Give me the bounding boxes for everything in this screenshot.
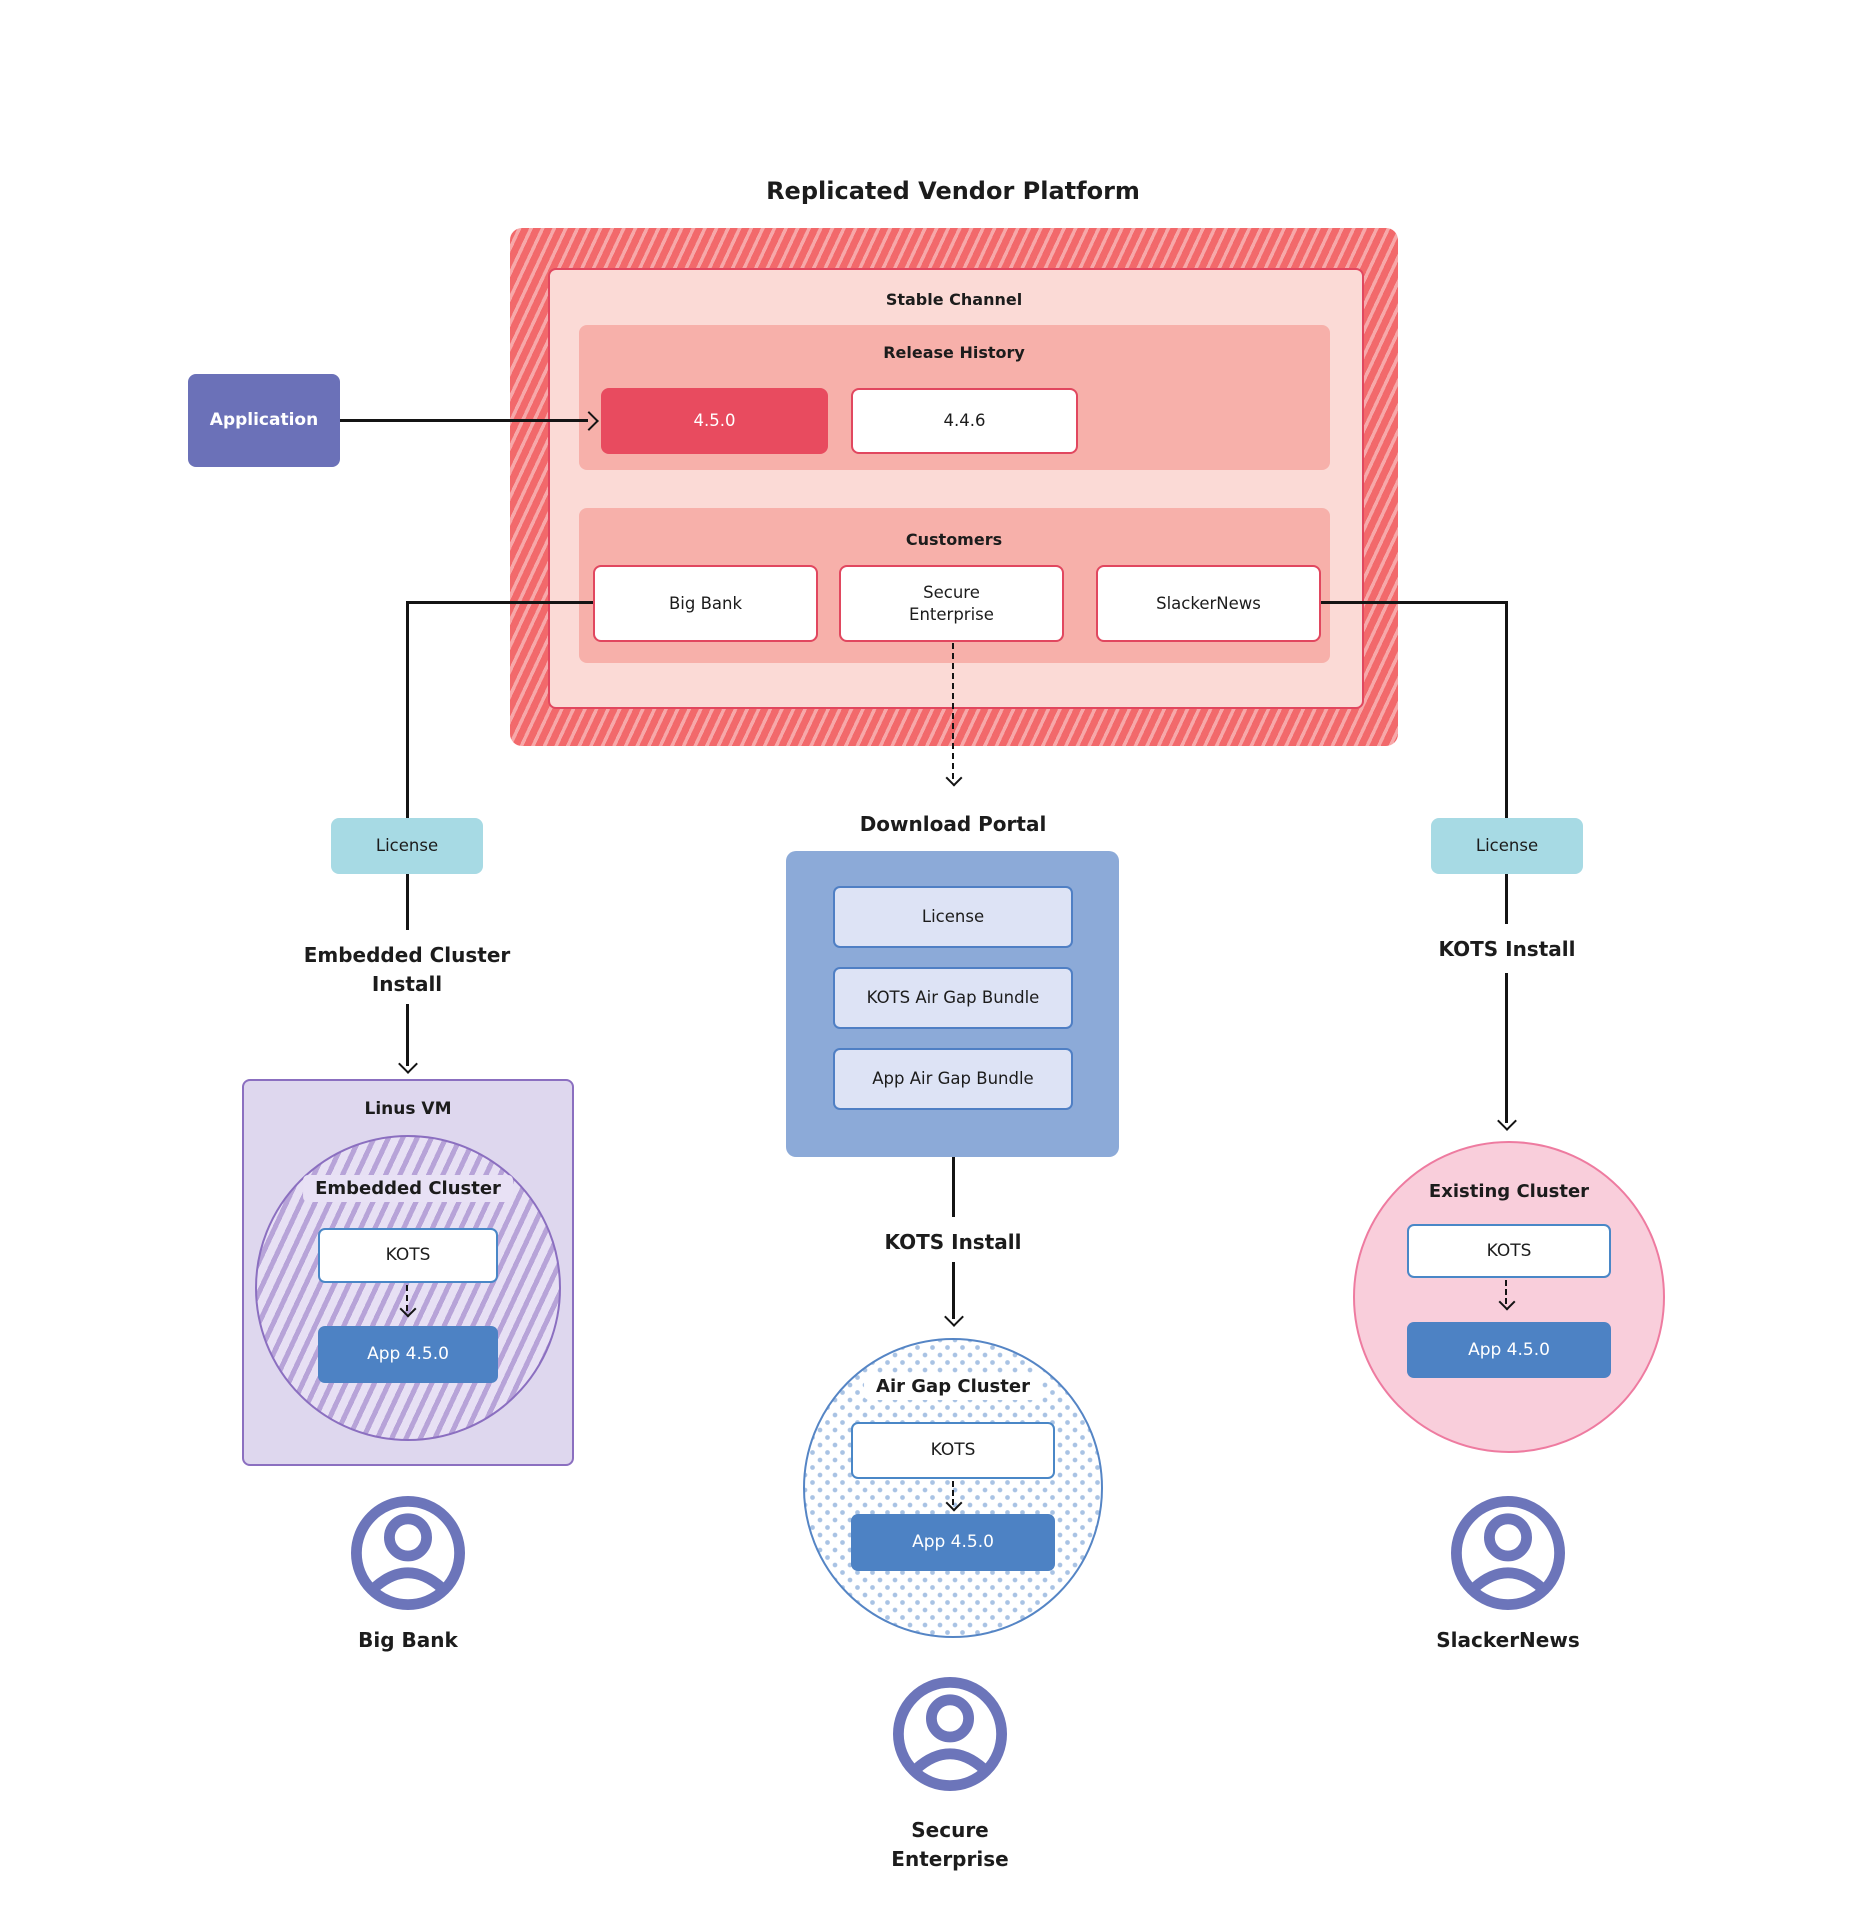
- linux-vm-label: Linus VM: [364, 1099, 452, 1119]
- connector-kots-app-right: [1505, 1280, 1507, 1304]
- airgap-cluster-label: Air Gap Cluster: [864, 1373, 1042, 1400]
- portal-item-kots-airgap-bundle: KOTS Air Gap Bundle: [833, 967, 1073, 1029]
- airgap-cluster-label-text: Air Gap Cluster: [864, 1373, 1042, 1400]
- connector-kots-app-middle: [952, 1481, 954, 1505]
- connector-slackernews-down1: [1505, 601, 1508, 818]
- license-node-left-label: License: [375, 836, 439, 856]
- embedded-cluster-label-text: Embedded Cluster: [303, 1175, 513, 1202]
- connector-secure-to-portal: [952, 643, 954, 779]
- arrowhead-to-existing-cluster: [1497, 1111, 1517, 1131]
- customer-secure-enterprise-label: Secure Enterprise: [909, 583, 994, 624]
- embedded-cluster-install-line2: Install: [371, 972, 443, 996]
- app-node-right-label: App 4.5.0: [1468, 1339, 1550, 1360]
- connector-bigbank-down1: [406, 601, 409, 818]
- portal-item-app-airgap-bundle: App Air Gap Bundle: [833, 1048, 1073, 1110]
- connector-application-to-release: [340, 419, 588, 422]
- release-version-previous: 4.4.6: [851, 388, 1078, 454]
- connector-bigbank-down2: [406, 874, 409, 930]
- connector-slackernews-down2: [1505, 874, 1508, 924]
- release-version-current: 4.5.0: [601, 388, 828, 454]
- persona-slackernews-label: SlackerNews: [1436, 1628, 1580, 1652]
- embedded-cluster-install-label: Embedded Cluster Install: [304, 941, 511, 999]
- kots-node-right: KOTS: [1407, 1224, 1611, 1278]
- diagram-title: Replicated Vendor Platform: [766, 177, 1140, 205]
- license-node-left: License: [331, 818, 483, 874]
- connector-bigbank-horizontal: [407, 601, 593, 604]
- stable-channel-label: Stable Channel: [885, 290, 1023, 309]
- kots-install-label-middle: KOTS Install: [884, 1230, 1022, 1254]
- customer-big-bank: Big Bank: [593, 565, 818, 642]
- portal-item-kots-airgap-bundle-label: KOTS Air Gap Bundle: [866, 988, 1040, 1008]
- app-node-middle-label: App 4.5.0: [912, 1532, 994, 1553]
- release-history-label: Release History: [883, 343, 1025, 362]
- person-icon-secure-enterprise: [893, 1677, 1007, 1791]
- customer-secure-enterprise: Secure Enterprise: [839, 565, 1064, 642]
- connector-slackernews-horizontal: [1321, 601, 1507, 604]
- kots-node-middle: KOTS: [851, 1422, 1055, 1479]
- persona-big-bank-label: Big Bank: [358, 1628, 458, 1652]
- kots-node-left: KOTS: [318, 1228, 498, 1283]
- kots-node-left-label: KOTS: [385, 1245, 431, 1266]
- existing-cluster-circle: [1353, 1141, 1665, 1453]
- application-label: Application: [209, 410, 319, 431]
- persona-secure-line2: Enterprise: [891, 1847, 1009, 1871]
- arrowhead-to-portal: [945, 769, 963, 787]
- portal-item-app-airgap-bundle-label: App Air Gap Bundle: [872, 1069, 1034, 1089]
- download-portal-title: Download Portal: [859, 812, 1047, 836]
- license-node-right: License: [1431, 818, 1583, 874]
- arrowhead-to-linux-vm: [398, 1054, 418, 1074]
- app-node-right: App 4.5.0: [1407, 1322, 1611, 1378]
- app-node-left: App 4.5.0: [318, 1326, 498, 1383]
- embedded-cluster-label: Embedded Cluster: [303, 1175, 513, 1202]
- kots-node-right-label: KOTS: [1486, 1240, 1532, 1261]
- portal-item-license: License: [833, 886, 1073, 948]
- persona-secure-enterprise-label: Secure Enterprise: [891, 1816, 1008, 1874]
- arrowhead-to-airgap-cluster: [944, 1307, 964, 1327]
- embedded-cluster-install-line1: Embedded Cluster: [303, 943, 511, 967]
- person-icon-slackernews: [1451, 1496, 1565, 1610]
- release-version-current-label: 4.5.0: [693, 411, 736, 431]
- license-node-right-label: License: [1475, 836, 1539, 856]
- connector-portal-down2: [952, 1262, 955, 1319]
- customer-slackernews: SlackerNews: [1096, 565, 1321, 642]
- connector-portal-down1: [952, 1157, 955, 1217]
- release-version-previous-label: 4.4.6: [943, 411, 986, 431]
- persona-secure-line1: Secure: [911, 1818, 989, 1842]
- app-node-left-label: App 4.5.0: [367, 1344, 449, 1365]
- existing-cluster-label: Existing Cluster: [1428, 1181, 1590, 1202]
- app-node-middle: App 4.5.0: [851, 1514, 1055, 1571]
- connector-slackernews-down3: [1505, 973, 1508, 1123]
- connector-bigbank-down3: [406, 1004, 409, 1066]
- connector-kots-app-left: [406, 1285, 408, 1311]
- customers-label: Customers: [905, 530, 1003, 549]
- kots-node-middle-label: KOTS: [930, 1440, 976, 1461]
- customer-big-bank-label: Big Bank: [668, 593, 743, 613]
- application-node: Application: [188, 374, 340, 467]
- kots-install-label-right: KOTS Install: [1438, 937, 1576, 961]
- portal-item-license-label: License: [921, 907, 985, 927]
- person-icon-big-bank: [351, 1496, 465, 1610]
- customer-slackernews-label: SlackerNews: [1156, 593, 1261, 613]
